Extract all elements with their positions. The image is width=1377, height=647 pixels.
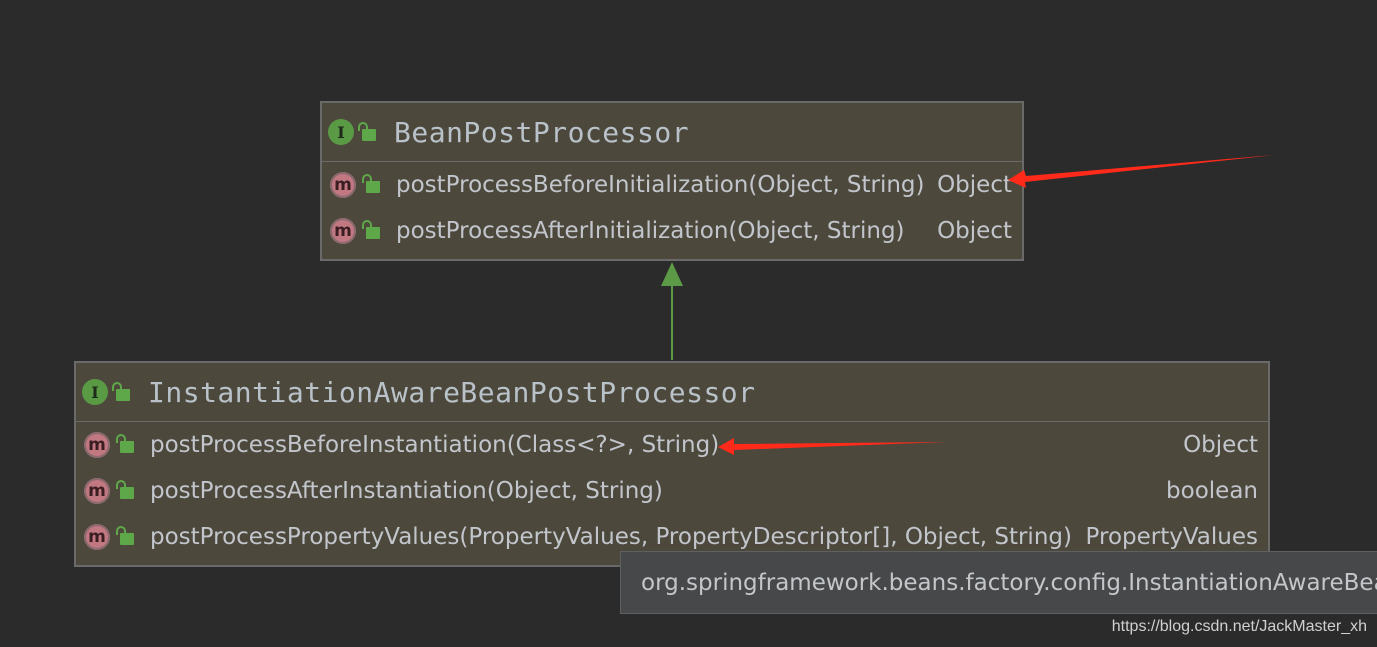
method-return-type: boolean — [1166, 478, 1258, 504]
method-icon: m — [84, 478, 110, 504]
method-row[interactable]: m postProcessAfterInitialization(Object,… — [322, 208, 1022, 254]
class-title: InstantiationAwareBeanPostProcessor — [148, 375, 756, 409]
class-header: I InstantiationAwareBeanPostProcessor — [76, 363, 1268, 422]
method-icon: m — [84, 432, 110, 458]
method-icon: m — [84, 524, 110, 550]
annotation-arrow-1 — [1008, 155, 1274, 188]
beanpostprocessor-box[interactable]: I BeanPostProcessor m postProcessBeforeI… — [320, 101, 1024, 261]
method-row[interactable]: m postProcessBeforeInstantiation(Class<?… — [76, 422, 1268, 468]
interface-icon: I — [82, 379, 108, 405]
method-return-type: Object — [937, 218, 1012, 244]
method-signature: postProcessBeforeInstantiation(Class<?>,… — [150, 432, 720, 458]
public-lock-icon — [116, 434, 134, 453]
qualified-name-tooltip: org.springframework.beans.factory.config… — [620, 551, 1377, 614]
method-signature: postProcessPropertyValues(PropertyValues… — [150, 524, 1072, 550]
class-header: I BeanPostProcessor — [322, 103, 1022, 162]
interface-icon: I — [328, 119, 354, 145]
method-row[interactable]: m postProcessPropertyValues(PropertyValu… — [76, 514, 1268, 560]
method-icon: m — [330, 218, 356, 244]
public-lock-icon — [362, 220, 380, 239]
method-row[interactable]: m postProcessBeforeInitialization(Object… — [322, 162, 1022, 208]
method-signature: postProcessAfterInstantiation(Object, St… — [150, 478, 663, 504]
instantiationaware-box[interactable]: I InstantiationAwareBeanPostProcessor m … — [74, 361, 1270, 567]
public-lock-icon — [362, 174, 380, 193]
method-return-type: PropertyValues — [1085, 524, 1258, 550]
annotation-arrow-2 — [718, 438, 947, 455]
public-lock-icon — [112, 382, 130, 401]
watermark-text: https://blog.csdn.net/JackMaster_xh — [1111, 618, 1367, 635]
public-lock-icon — [116, 526, 134, 545]
public-lock-icon — [116, 480, 134, 499]
method-return-type: Object — [1183, 432, 1258, 458]
method-return-type: Object — [937, 172, 1012, 198]
method-signature: postProcessBeforeInitialization(Object, … — [396, 172, 925, 198]
method-signature: postProcessAfterInitialization(Object, S… — [396, 218, 905, 244]
inheritance-arrowhead — [661, 262, 683, 286]
class-title: BeanPostProcessor — [394, 115, 690, 149]
public-lock-icon — [358, 122, 376, 141]
method-icon: m — [330, 172, 356, 198]
method-row[interactable]: m postProcessAfterInstantiation(Object, … — [76, 468, 1268, 514]
